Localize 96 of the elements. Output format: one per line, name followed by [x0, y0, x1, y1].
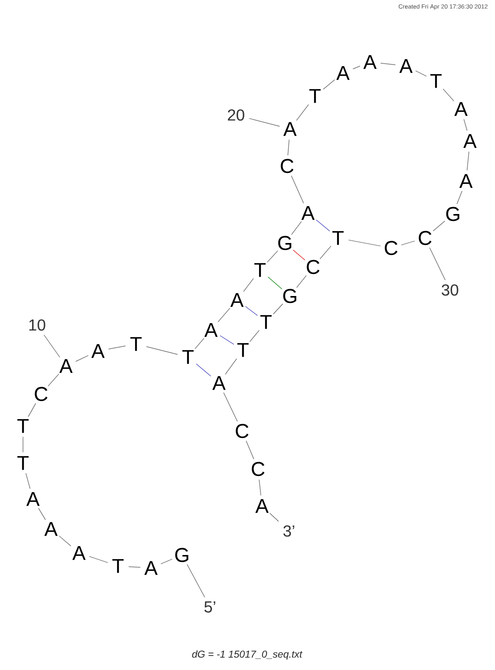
backbone-line: [160, 558, 172, 564]
backbone-line: [26, 473, 30, 489]
nucleotide-letter: C: [384, 240, 398, 256]
backbone-line: [75, 355, 89, 362]
backbone-line: [194, 338, 204, 350]
leader-line: [248, 118, 280, 127]
caption-text: dG = -1 15017_0_seq.txt: [192, 650, 302, 660]
backbone-line: [38, 508, 46, 520]
backbone-line: [243, 278, 254, 292]
backbone-line: [464, 119, 468, 131]
nucleotide-letter: C: [280, 158, 294, 174]
nucleotide-letter: C: [34, 386, 48, 402]
nucleotide-letter: T: [182, 350, 194, 364]
nucleotide-letter: A: [144, 561, 158, 575]
nucleotide-letter: A: [212, 376, 226, 390]
backbone-line: [249, 330, 260, 342]
backbone-line: [108, 346, 126, 350]
nucleotide-letter: G: [175, 548, 188, 562]
backbone-line: [442, 88, 454, 102]
nucleotide-letter: A: [72, 546, 86, 560]
backbone-line: [246, 440, 254, 460]
nucleotide-letter: A: [59, 359, 73, 373]
backbone-line: [432, 220, 446, 232]
base-pair-line: [268, 276, 282, 290]
nucleotide-letter: G: [446, 206, 460, 222]
backbone-line: [296, 275, 307, 288]
nucleotide-letter: C: [236, 424, 248, 438]
backbone-line: [218, 308, 230, 322]
backbone-line: [348, 240, 381, 246]
nucleotide-letter: C: [418, 230, 432, 246]
nucleotide-letter: T: [237, 343, 249, 357]
nucleotide-letter: A: [91, 344, 105, 358]
nucleotide-letter: A: [363, 55, 377, 69]
backbone-line: [380, 62, 396, 66]
leader-line: [429, 247, 446, 280]
backbone-line: [146, 346, 178, 355]
backbone-line: [58, 536, 72, 546]
backbone-line: [288, 139, 290, 156]
backbone-line: [272, 304, 284, 314]
backbone-line: [296, 104, 309, 121]
backbone-line: [466, 151, 470, 171]
backbone-line: [322, 80, 336, 90]
nucleotide-letter: A: [283, 122, 297, 136]
base-pair-line: [292, 250, 306, 260]
base-pair-line: [245, 306, 258, 316]
position-number: 30: [442, 284, 458, 296]
backbone-line: [266, 250, 278, 262]
nucleotide-letter: T: [260, 315, 272, 329]
nucleotide-letter: T: [430, 74, 442, 88]
backbone-line: [128, 566, 141, 568]
backbone-line: [224, 358, 237, 375]
backbone-line: [22, 436, 24, 453]
backbone-line: [48, 374, 60, 386]
backbone-line: [258, 479, 262, 496]
position-number: 10: [29, 319, 46, 331]
nucleotide-letter: A: [44, 522, 58, 536]
nucleotide-letter: T: [17, 456, 29, 470]
nucleotide-letter: C: [252, 462, 264, 476]
nucleotide-letter: C: [306, 260, 320, 274]
nucleotide-letter: G: [278, 236, 292, 250]
nucleotide-letter: T: [332, 231, 344, 245]
backbone-line: [291, 221, 302, 235]
nucleotide-letter: A: [454, 102, 468, 116]
leader-line: [270, 512, 279, 522]
base-pair-line: [316, 220, 330, 232]
backbone-line: [88, 556, 108, 563]
nucleotide-letter: T: [309, 89, 321, 103]
backbone-line: [400, 240, 416, 246]
position-number: 20: [228, 109, 244, 121]
backbone-line: [28, 403, 36, 417]
nucleotide-letter: A: [336, 66, 350, 80]
nucleotide-letter: A: [255, 499, 269, 513]
nucleotide-letter: A: [204, 323, 218, 337]
base-pair-line: [220, 335, 234, 345]
backbone-line: [352, 66, 360, 70]
nucleotide-letter: T: [130, 337, 142, 351]
backbone-line: [415, 70, 427, 77]
nucleotide-letter: A: [399, 59, 413, 73]
backbone-line: [223, 392, 238, 422]
leader-line: [44, 334, 60, 358]
end-label: 5’: [204, 601, 216, 613]
nucleotide-letter: A: [26, 492, 40, 506]
backbone-line: [291, 175, 304, 204]
nucleotide-letter: T: [112, 559, 124, 573]
nucleotide-letter: A: [463, 134, 477, 148]
nucleotide-letter: A: [459, 174, 473, 188]
backbone-line: [456, 190, 462, 204]
backbone-line: [320, 246, 332, 260]
nucleotide-letter: A: [230, 293, 244, 307]
base-pair-line: [196, 364, 212, 376]
leader-line: [186, 564, 206, 598]
nucleotide-letter: T: [254, 263, 266, 277]
nucleotide-letter: G: [283, 288, 296, 304]
nucleotide-letter: A: [301, 206, 315, 220]
nucleotide-letter: T: [17, 419, 29, 433]
end-label: 3’: [283, 525, 294, 537]
